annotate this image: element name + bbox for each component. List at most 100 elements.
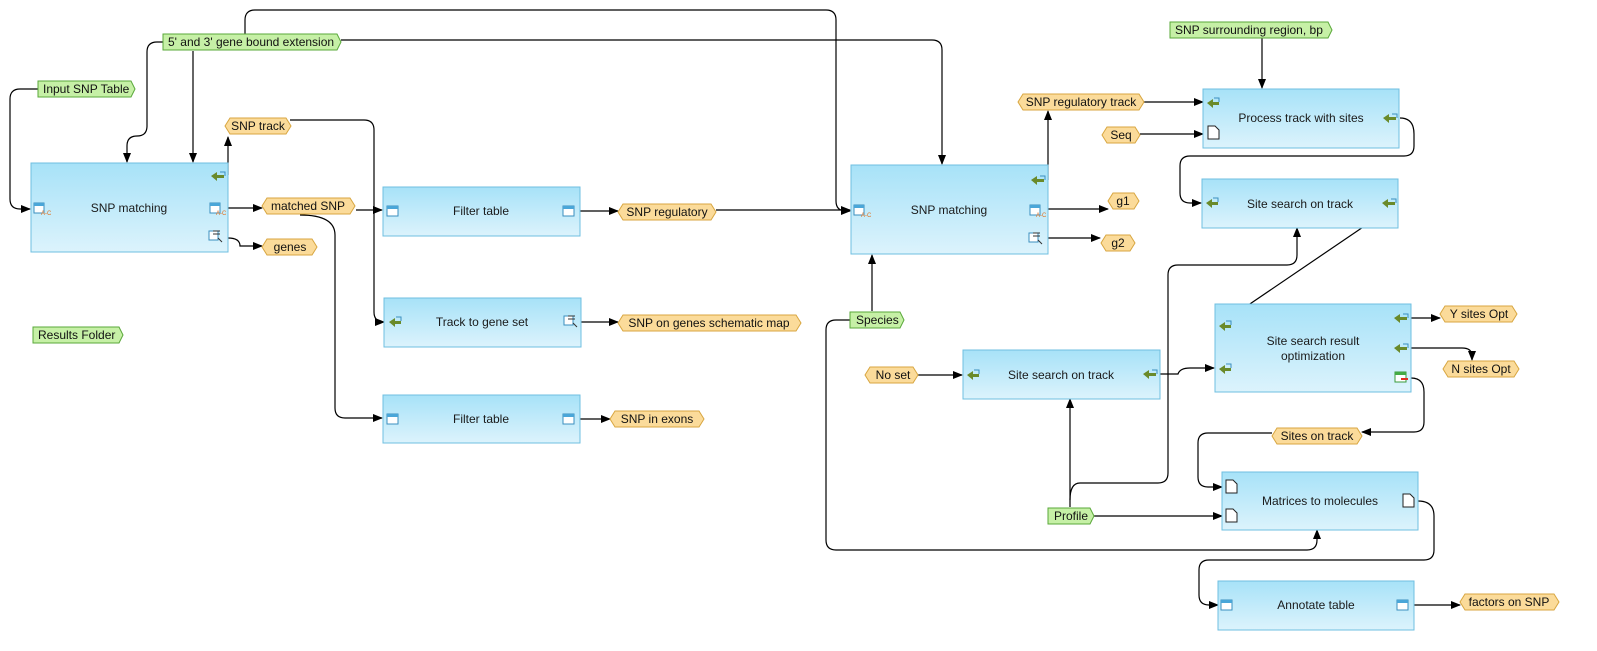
output-label: g2	[1111, 236, 1125, 250]
process-filter-table-2[interactable]: Filter table	[382, 394, 581, 444]
input-gene-bound-extension[interactable]: 5' and 3' gene bound extension	[162, 33, 342, 51]
edge	[9, 88, 38, 213]
svg-text:A-C: A-C	[1036, 213, 1047, 219]
document-input-port-icon	[1225, 508, 1238, 523]
edge	[1198, 500, 1435, 609]
input-label: SNP surrounding region, bp	[1175, 23, 1323, 37]
input-label: Input SNP Table	[43, 82, 130, 96]
process-snp-matching-2[interactable]: SNP matching A-C A-C	[850, 164, 1049, 255]
track-input-port-icon	[1219, 320, 1232, 331]
edge	[825, 319, 1321, 551]
track-output-port-icon	[211, 171, 226, 181]
edge	[1069, 227, 1301, 501]
edge	[123, 41, 163, 163]
process-annotate-table[interactable]: Annotate table	[1217, 580, 1415, 631]
track-input-port-icon	[389, 316, 402, 327]
output-g2[interactable]: g2	[1100, 234, 1136, 252]
sequence-input-port-icon	[1207, 125, 1220, 140]
process-site-search-on-track-2[interactable]: Site search on track	[962, 349, 1161, 400]
track-output-port-icon	[1382, 198, 1397, 208]
output-snp-regulatory-track[interactable]: SNP regulatory track	[1017, 93, 1145, 111]
output-n-sites-opt[interactable]: N sites Opt	[1442, 360, 1520, 378]
process-title: Filter table	[453, 412, 509, 426]
svg-text:A-C: A-C	[861, 213, 872, 219]
output-snp-on-genes-schematic-map[interactable]: SNP on genes schematic map	[617, 314, 802, 332]
input-label: Species	[856, 313, 899, 327]
track-output-port-icon	[1394, 313, 1409, 323]
output-y-sites-opt[interactable]: Y sites Opt	[1439, 305, 1518, 323]
track-input-port-icon	[1206, 197, 1219, 208]
track-output-port-icon	[1031, 175, 1046, 185]
output-snp-in-exons[interactable]: SNP in exons	[609, 410, 705, 428]
process-title: Track to gene set	[436, 315, 529, 329]
process-process-track-with-sites[interactable]: Process track with sites	[1202, 88, 1400, 149]
input-input-snp-table[interactable]: Input SNP Table	[37, 80, 136, 98]
geneset-output-port-icon	[563, 315, 578, 328]
input-results-folder[interactable]: Results Folder	[32, 326, 124, 344]
geneset-output-port-icon	[208, 230, 223, 243]
output-label: matched SNP	[271, 199, 345, 213]
output-label: factors on SNP	[1469, 595, 1550, 609]
geneset-output-port-icon	[1028, 232, 1043, 245]
process-title-line-2: optimization	[1281, 349, 1345, 363]
output-snp-regulatory[interactable]: SNP regulatory	[617, 203, 717, 221]
edge	[244, 9, 837, 201]
process-title: SNP matching	[911, 203, 987, 217]
output-label: SNP regulatory track	[1026, 95, 1137, 109]
output-matched-snp[interactable]: matched SNP	[261, 197, 356, 215]
edge	[1411, 347, 1476, 361]
table-output-port-icon: A-C	[1029, 204, 1047, 219]
process-site-search-on-track-1[interactable]: Site search on track	[1201, 178, 1399, 229]
table-input-port-icon: A-C	[33, 202, 52, 217]
process-site-search-result-optimization[interactable]: Site search result optimization	[1214, 303, 1412, 393]
process-snp-matching-1[interactable]: SNP matching A-C A-C	[30, 162, 229, 253]
output-seq[interactable]: Seq	[1101, 126, 1141, 144]
table-input-port-icon	[386, 413, 399, 425]
output-label: g1	[1116, 194, 1130, 208]
edge	[227, 237, 263, 250]
output-label: Y sites Opt	[1450, 307, 1509, 321]
track-input-port-icon	[1207, 97, 1220, 108]
input-label: 5' and 3' gene bound extension	[168, 35, 334, 49]
output-label: SNP track	[231, 119, 286, 133]
process-title: Site search on track	[1247, 197, 1354, 211]
output-sites-on-track[interactable]: Sites on track	[1271, 427, 1363, 445]
process-track-to-gene-set[interactable]: Track to gene set	[383, 297, 582, 348]
table-output-port-icon	[1396, 599, 1409, 611]
table-input-port-icon	[1220, 599, 1233, 611]
process-title: Filter table	[453, 204, 509, 218]
output-snp-track[interactable]: SNP track	[224, 117, 292, 135]
input-profile[interactable]: Profile	[1047, 507, 1095, 525]
output-label: SNP in exons	[621, 412, 694, 426]
output-label: No set	[876, 368, 911, 382]
output-no-set[interactable]: No set	[864, 366, 919, 384]
document-input-port-icon	[1225, 479, 1238, 494]
input-snp-surrounding-region[interactable]: SNP surrounding region, bp	[1169, 21, 1333, 39]
input-label: Profile	[1054, 509, 1088, 523]
table-input-port-icon	[386, 205, 399, 217]
svg-text:A-C: A-C	[41, 211, 52, 217]
process-title: Matrices to molecules	[1262, 494, 1378, 508]
edge	[341, 39, 946, 165]
input-species[interactable]: Species	[849, 311, 905, 329]
table-output-port-icon	[562, 205, 575, 217]
output-factors-on-snp[interactable]: factors on SNP	[1459, 593, 1560, 611]
process-title: SNP matching	[91, 201, 167, 215]
output-label: Seq	[1110, 128, 1131, 142]
process-matrices-to-molecules[interactable]: Matrices to molecules	[1221, 471, 1419, 531]
process-filter-table-1[interactable]: Filter table	[382, 186, 581, 237]
process-title: Annotate table	[1277, 598, 1355, 612]
process-title: Process track with sites	[1238, 111, 1363, 125]
output-g1[interactable]: g1	[1107, 192, 1140, 210]
input-label: Results Folder	[38, 328, 115, 342]
process-title-line-1: Site search result	[1267, 334, 1360, 348]
track-input-port-icon	[967, 369, 980, 380]
document-output-port-icon	[1402, 493, 1415, 508]
edge	[1179, 117, 1415, 207]
output-genes[interactable]: genes	[261, 238, 318, 256]
edges	[9, 9, 1476, 609]
track-output-port-icon	[1143, 369, 1158, 379]
output-label: genes	[274, 240, 307, 254]
table-output-port-icon: A-C	[209, 202, 227, 217]
